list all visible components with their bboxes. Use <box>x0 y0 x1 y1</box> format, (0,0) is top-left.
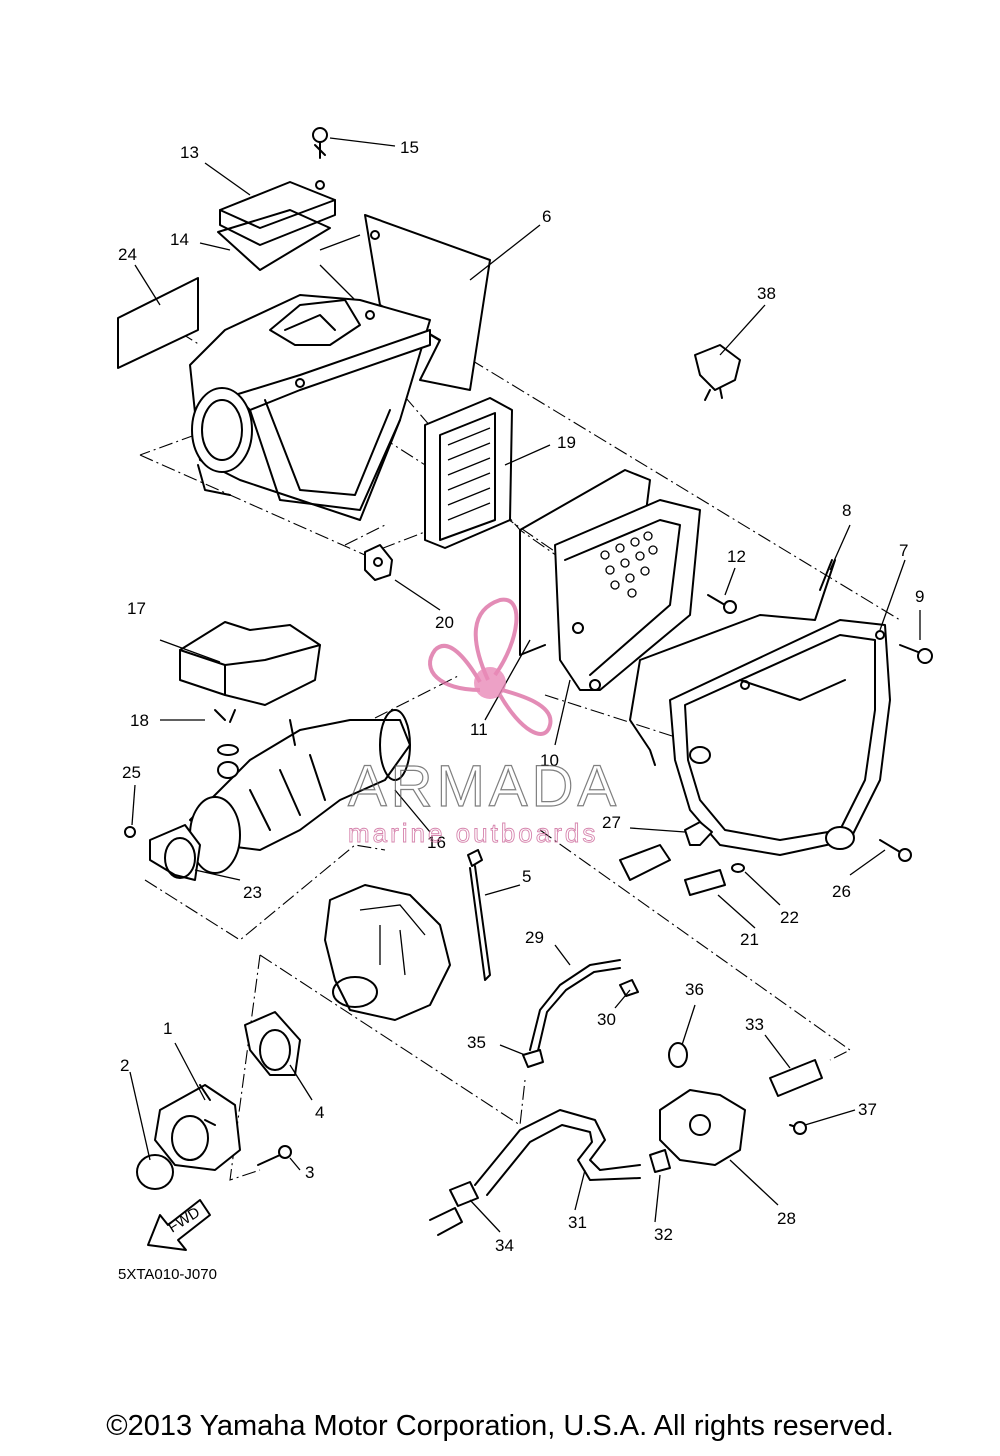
hose-holder <box>694 344 741 401</box>
callout-numbers: 1 2 3 4 5 6 7 8 9 10 11 12 13 14 15 16 1… <box>118 138 924 1255</box>
propeller-logo-icon <box>428 597 553 736</box>
watermark: ARMADA marine outboards <box>347 597 620 848</box>
callout-25: 25 <box>122 763 141 782</box>
callout-14: 14 <box>170 230 189 249</box>
callout-1: 1 <box>163 1019 172 1038</box>
carburetor-outline <box>324 884 451 1021</box>
callout-11: 11 <box>470 720 488 739</box>
callout-4: 4 <box>315 1103 324 1122</box>
intake-cushion <box>179 621 321 756</box>
manifold-assembly <box>136 1011 301 1190</box>
callout-30: 30 <box>597 1010 616 1029</box>
fuel-system <box>429 959 823 1236</box>
callout-29: 29 <box>525 928 544 947</box>
callout-18: 18 <box>130 711 149 730</box>
callout-17: 17 <box>127 599 146 618</box>
cover-gasket <box>629 559 836 766</box>
callout-22: 22 <box>780 908 799 927</box>
callout-24: 24 <box>118 245 137 264</box>
callout-28: 28 <box>777 1209 796 1228</box>
callout-6: 6 <box>542 207 551 226</box>
callout-8: 8 <box>842 501 851 520</box>
callout-3: 3 <box>305 1163 314 1182</box>
callout-37: 37 <box>858 1100 877 1119</box>
screws <box>707 594 933 664</box>
watermark-tagline: marine outboards <box>348 818 598 848</box>
callout-13: 13 <box>180 143 199 162</box>
callout-20: 20 <box>435 613 454 632</box>
drain-assembly <box>619 821 745 896</box>
small-cover-assembly <box>217 127 336 271</box>
filter-cage <box>519 469 701 691</box>
callout-21: 21 <box>740 930 759 949</box>
cover-bolt <box>879 839 912 862</box>
callout-15: 15 <box>400 138 419 157</box>
callout-12: 12 <box>727 547 746 566</box>
intake-boot <box>189 709 411 874</box>
part-code: 5XTA010-J070 <box>118 1266 217 1283</box>
air-filter-element <box>424 397 513 549</box>
callout-31: 31 <box>568 1213 587 1232</box>
forward-arrow: FWD <box>147 1199 211 1251</box>
callout-26: 26 <box>832 882 851 901</box>
callout-5: 5 <box>522 867 531 886</box>
label-plate <box>117 277 199 369</box>
callout-34: 34 <box>495 1236 514 1255</box>
callout-9: 9 <box>915 587 924 606</box>
callout-35: 35 <box>467 1033 486 1052</box>
callout-36: 36 <box>685 980 704 999</box>
copyright-notice: ©2013 Yamaha Motor Corporation, U.S.A. A… <box>106 1410 894 1442</box>
callout-2: 2 <box>120 1056 129 1075</box>
leader-lines <box>129 137 921 1233</box>
watermark-brand: ARMADA <box>348 754 620 819</box>
callout-7: 7 <box>899 541 908 560</box>
air-box-case <box>189 214 491 521</box>
callout-23: 23 <box>243 883 262 902</box>
callout-27: 27 <box>602 813 621 832</box>
cable-tie <box>467 849 491 981</box>
filter-cage-holes <box>600 531 658 598</box>
callout-38: 38 <box>757 284 776 303</box>
clip <box>364 544 393 581</box>
callout-10: 10 <box>540 751 559 770</box>
callout-33: 33 <box>745 1015 764 1034</box>
callout-16: 16 <box>427 833 446 852</box>
air-box-cover <box>669 619 891 856</box>
callout-32: 32 <box>654 1225 673 1244</box>
boot-clamp <box>124 824 201 881</box>
callout-19: 19 <box>557 433 576 452</box>
